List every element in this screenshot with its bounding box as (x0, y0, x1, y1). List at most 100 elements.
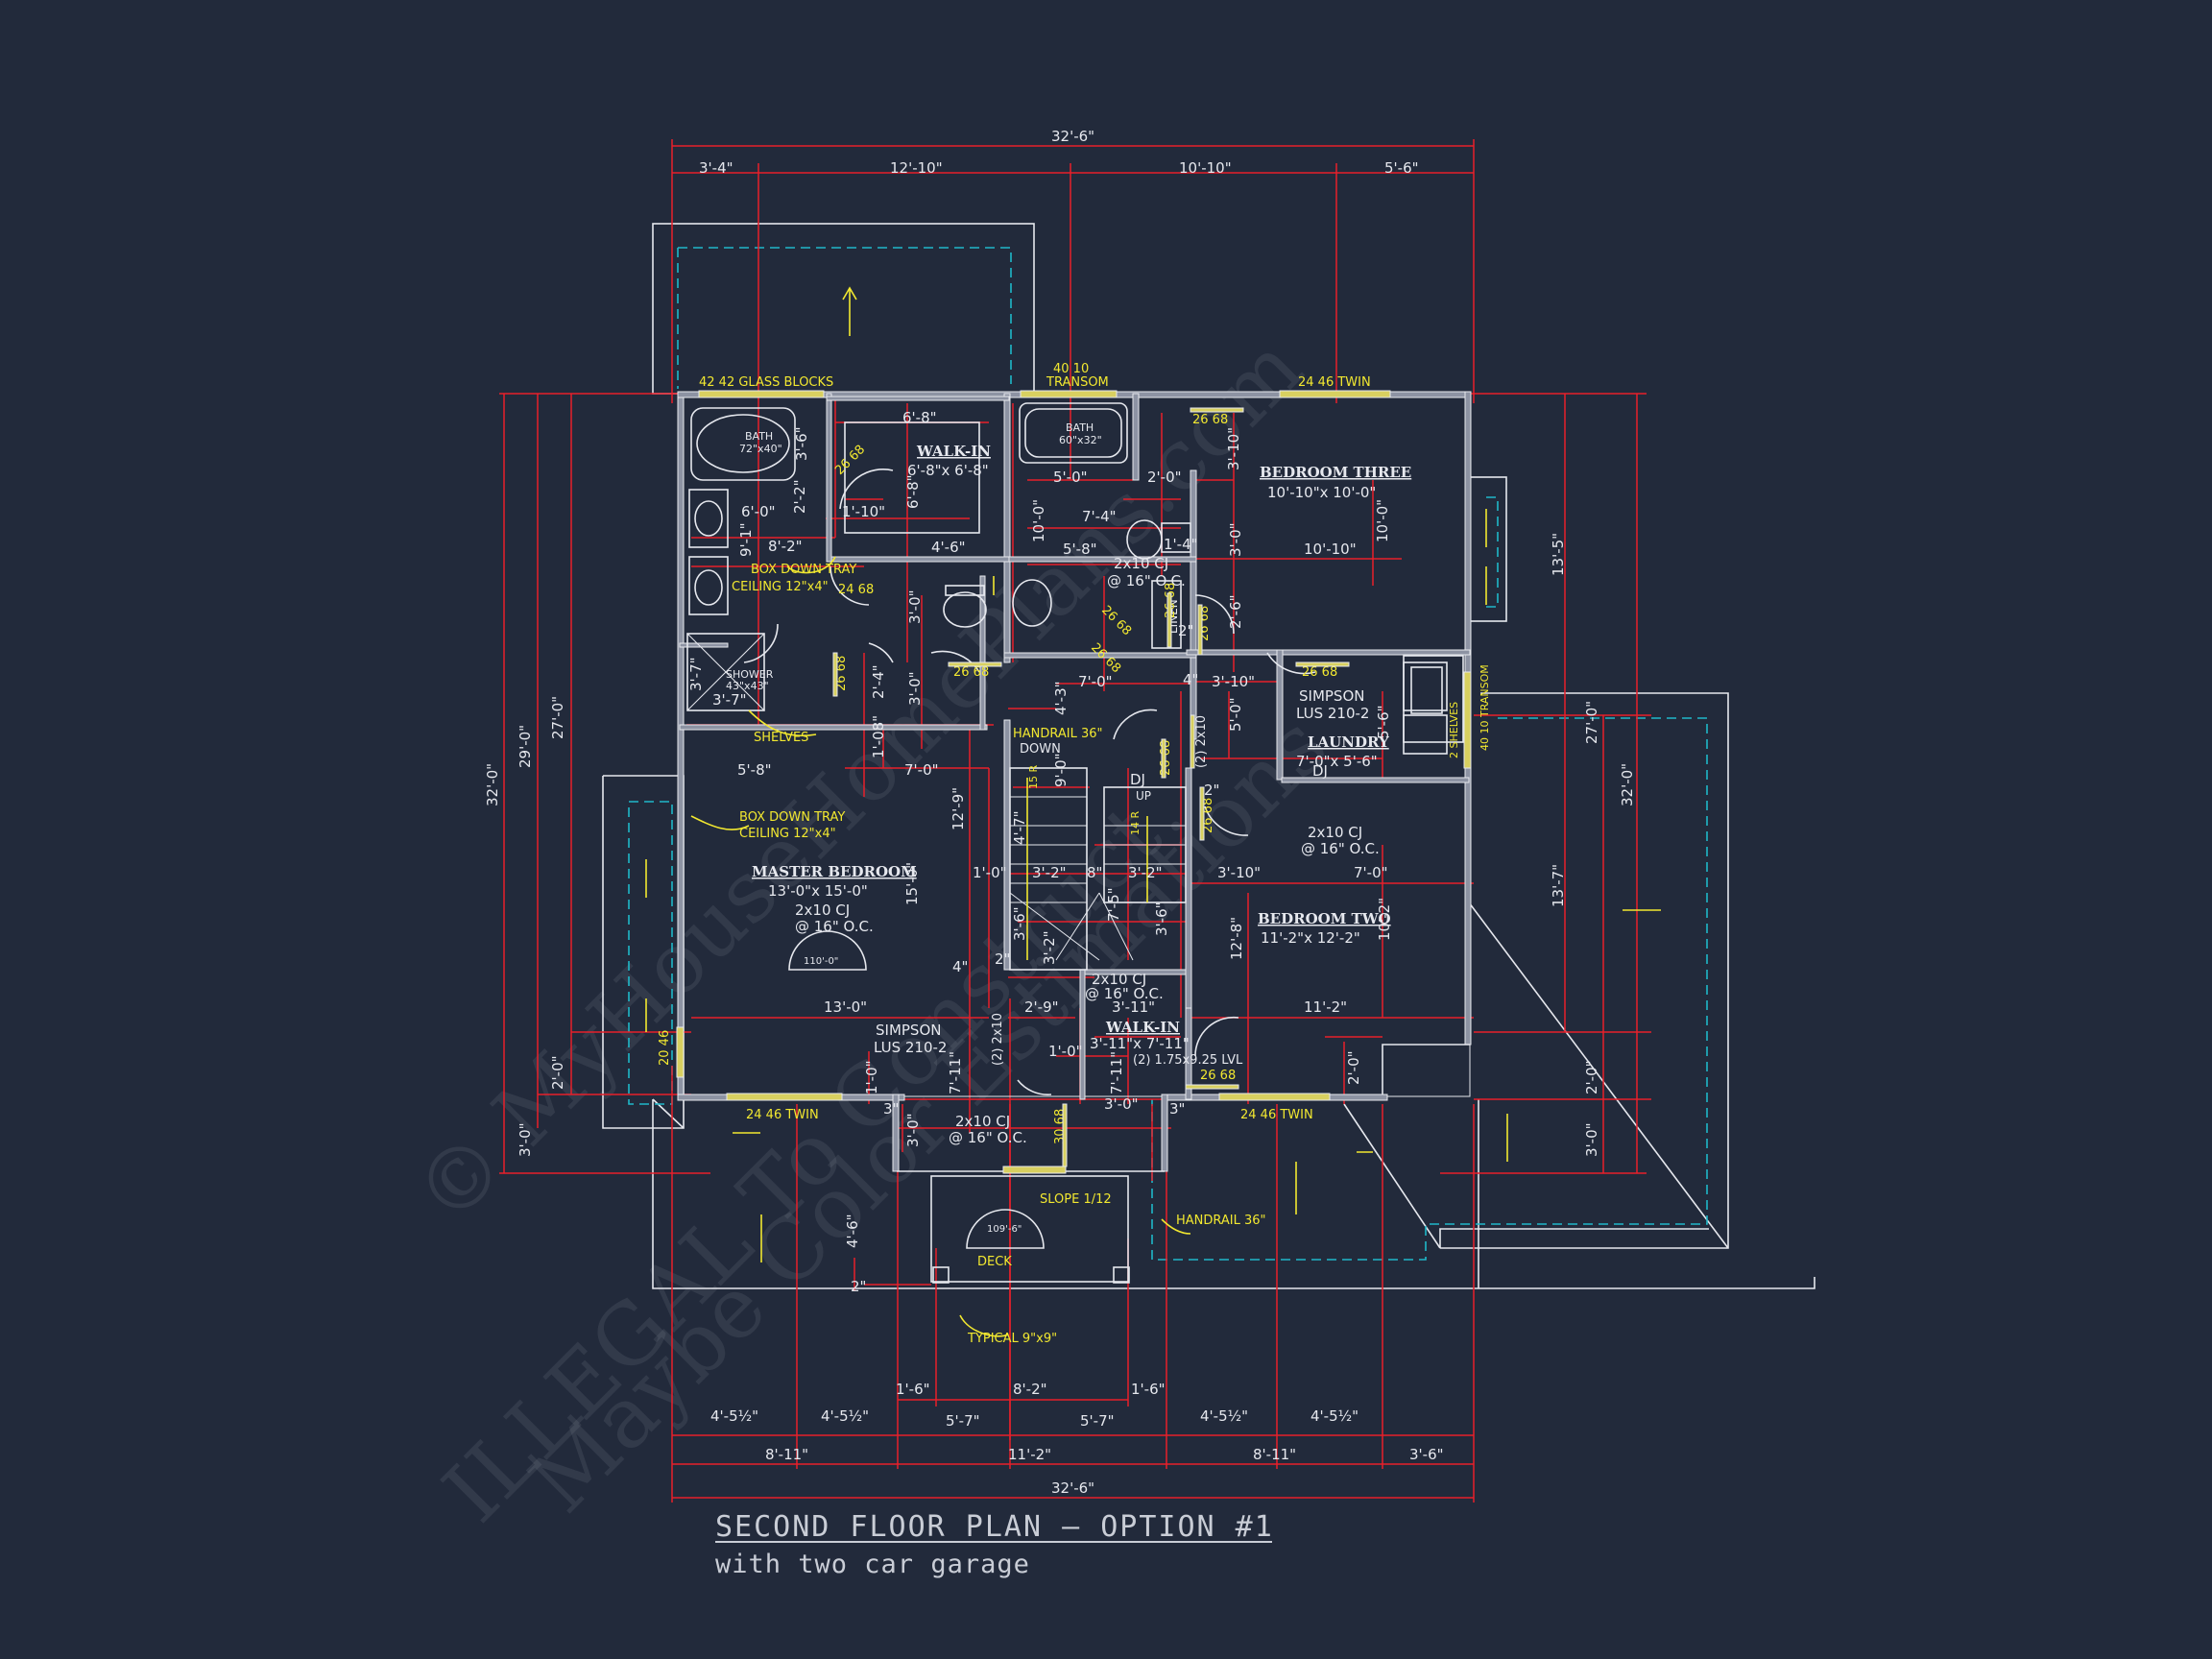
dim-interior: 3'-6" (1011, 906, 1028, 941)
door-label: 26 68 (834, 656, 849, 691)
cj2s-note: @ 16" O.C. (1301, 840, 1380, 857)
room-laundry-size: 7'-0"x 5'-6" (1296, 753, 1378, 770)
room-bed2-name: BEDROOM TWO (1258, 910, 1391, 927)
beam2-note: (2) 2x10 (991, 1013, 1005, 1066)
dim-right: 27'-0" (1583, 701, 1600, 744)
dim-right: 32'-0" (1619, 763, 1636, 806)
dim-right: 13'-7" (1550, 864, 1567, 907)
drawing-subtitle: with two car garage (715, 1550, 1030, 1579)
simpson2-note-a: SIMPSON (876, 1022, 941, 1039)
dim-interior: 4'-7" (1011, 810, 1028, 845)
dim-interior: 10'-0" (1030, 499, 1047, 542)
tray2-note-a: BOX DOWN TRAY (739, 810, 845, 825)
dim-interior: 11'-2" (1304, 998, 1347, 1016)
dim-left: 32'-0" (484, 763, 501, 806)
dim-interior: 1'-0" (1048, 1043, 1083, 1060)
simpson2-note-b: LUS 210-2 (874, 1039, 947, 1056)
dim-interior: 7'-5" (1105, 887, 1122, 922)
r15-note: 15 R (1027, 765, 1040, 789)
transom-note-1: 40 10 (1053, 362, 1089, 376)
twin-left-note: 24 46 TWIN (746, 1108, 819, 1122)
dim-bottom1: 3'-6" (1409, 1446, 1444, 1463)
shelves-label: SHELVES (754, 731, 808, 745)
room-bed3-name: BEDROOM THREE (1260, 464, 1411, 481)
dim-interior: 3'-10" (1225, 427, 1242, 470)
simpson1-note-b: LUS 210-2 (1296, 705, 1369, 722)
shower-size: 43"x43" (726, 680, 769, 692)
simpson1-note-a: SIMPSON (1299, 687, 1364, 705)
dim-interior: 7'-0" (1078, 673, 1113, 690)
r14-note: 14 R (1129, 811, 1142, 835)
watermark-line-3: Maybe Color Estimations (511, 696, 1346, 1531)
dim-interior: 3'-2" (1041, 930, 1058, 965)
twin-right-note: 24 46 TWIN (1240, 1108, 1313, 1122)
shower-label: SHOWER (726, 668, 774, 681)
tray1-note-a: BOX DOWN TRAY (751, 563, 856, 577)
typical-note: TYPICAL 9"x9" (967, 1332, 1057, 1346)
door-label: 26 68 (1088, 640, 1123, 676)
dim-bottom2: 5'-7" (1080, 1412, 1115, 1430)
dim-interior: 5'-6" (1375, 705, 1392, 739)
up-note: UP (1136, 789, 1151, 803)
dim-bottom3: 8'-2" (1013, 1381, 1047, 1398)
dim-interior: 9'-0" (1052, 753, 1070, 787)
room-walkin2-size: 3'-11"x 7'-11" (1090, 1035, 1190, 1052)
dim-interior: 3'-11" (1112, 998, 1155, 1016)
room-bed2-size: 11'-2"x 12'-2" (1261, 929, 1360, 947)
cj2-note: 2x10 CJ (1308, 824, 1362, 841)
fixtures (686, 402, 1448, 1284)
dim-right: 13'-5" (1550, 533, 1567, 576)
dim-interior: 5'-0" (1053, 469, 1088, 486)
dim-interior: 1'-10" (842, 503, 885, 520)
dim-interior: 10'-10" (1304, 541, 1357, 558)
door-label: 26 68 (953, 665, 989, 680)
dim-interior: 3'-7" (712, 691, 747, 709)
glass-blocks-note: 42 42 GLASS BLOCKS (699, 375, 833, 390)
dim-interior: 2" (1204, 781, 1219, 799)
dim-interior: 7'-4" (1082, 508, 1117, 525)
dim-interior: 6'-0" (741, 503, 776, 520)
dim-interior: 4'-6" (844, 1214, 861, 1248)
door-swings (743, 469, 1316, 1095)
dim-bottom2: 4'-5½" (821, 1407, 869, 1425)
dim-left: 3'-0" (517, 1122, 534, 1157)
door-label: 26 68 (1200, 1069, 1236, 1083)
dim-left: 29'-0" (517, 725, 534, 768)
room-master-name: MASTER BEDROOM (752, 863, 917, 880)
dim-interior: 3'-10" (1217, 864, 1261, 881)
dim-interior: 2" (1178, 622, 1193, 639)
room-walkin2-name: WALK-IN (1105, 1019, 1180, 1036)
dim-interior: 6'-8" (902, 409, 937, 426)
dim-top-total: 32'-6" (1051, 128, 1094, 145)
cj4-note: 2x10 CJ (955, 1113, 1010, 1130)
room-master-spacing: @ 16" O.C. (795, 918, 874, 935)
bath1-label: BATH (745, 430, 773, 443)
beam1-note: (2) 2x10 (1194, 715, 1209, 768)
cj4s-note: @ 16" O.C. (949, 1129, 1027, 1146)
bath2-label: BATH (1066, 421, 1094, 434)
dim-interior: 2'-9" (1024, 998, 1059, 1016)
arch1-note: 110'-0" (804, 956, 838, 967)
dim-interior: 3'-0" (906, 671, 924, 706)
arch2-note: 109'-6" (987, 1224, 1022, 1235)
room-walkin1-size: 6'-8"x 6'-8" (907, 462, 989, 479)
handrail-down-note-b: DOWN (1020, 742, 1061, 757)
dim-interior: 1'-4" (1164, 536, 1198, 553)
dim-interior: 3'-0" (1227, 522, 1244, 557)
room-bed3-size: 10'-10"x 10'-0" (1267, 484, 1376, 501)
dim-interior: 8" (1087, 864, 1102, 881)
dim-interior: 3'-0" (1104, 1095, 1139, 1113)
leader-lines (645, 286, 1661, 1337)
notes: 42 42 GLASS BLOCKS 40 10 TRANSOM 24 46 T… (658, 362, 1491, 1346)
room-labels: MASTER BEDROOM 13'-0"x 15'-0" 2x10 CJ @ … (752, 443, 1411, 1269)
dim-interior: 12'-9" (950, 787, 967, 830)
room-walkin1-name: WALK-IN (916, 443, 991, 460)
door-label: 24 68 (838, 583, 874, 597)
dj1-note: DJ (1130, 771, 1145, 788)
room-deck-name: DECK (977, 1255, 1012, 1269)
door-20-46-note: 20 46 (658, 1030, 672, 1066)
dim-interior: 5'-8" (1063, 541, 1097, 558)
dim-interior: 3'-0" (904, 1113, 922, 1147)
fixture-labels: BATH 72"x40" BATH 60"x32" SHOWER 43"x43"… (726, 421, 1460, 758)
